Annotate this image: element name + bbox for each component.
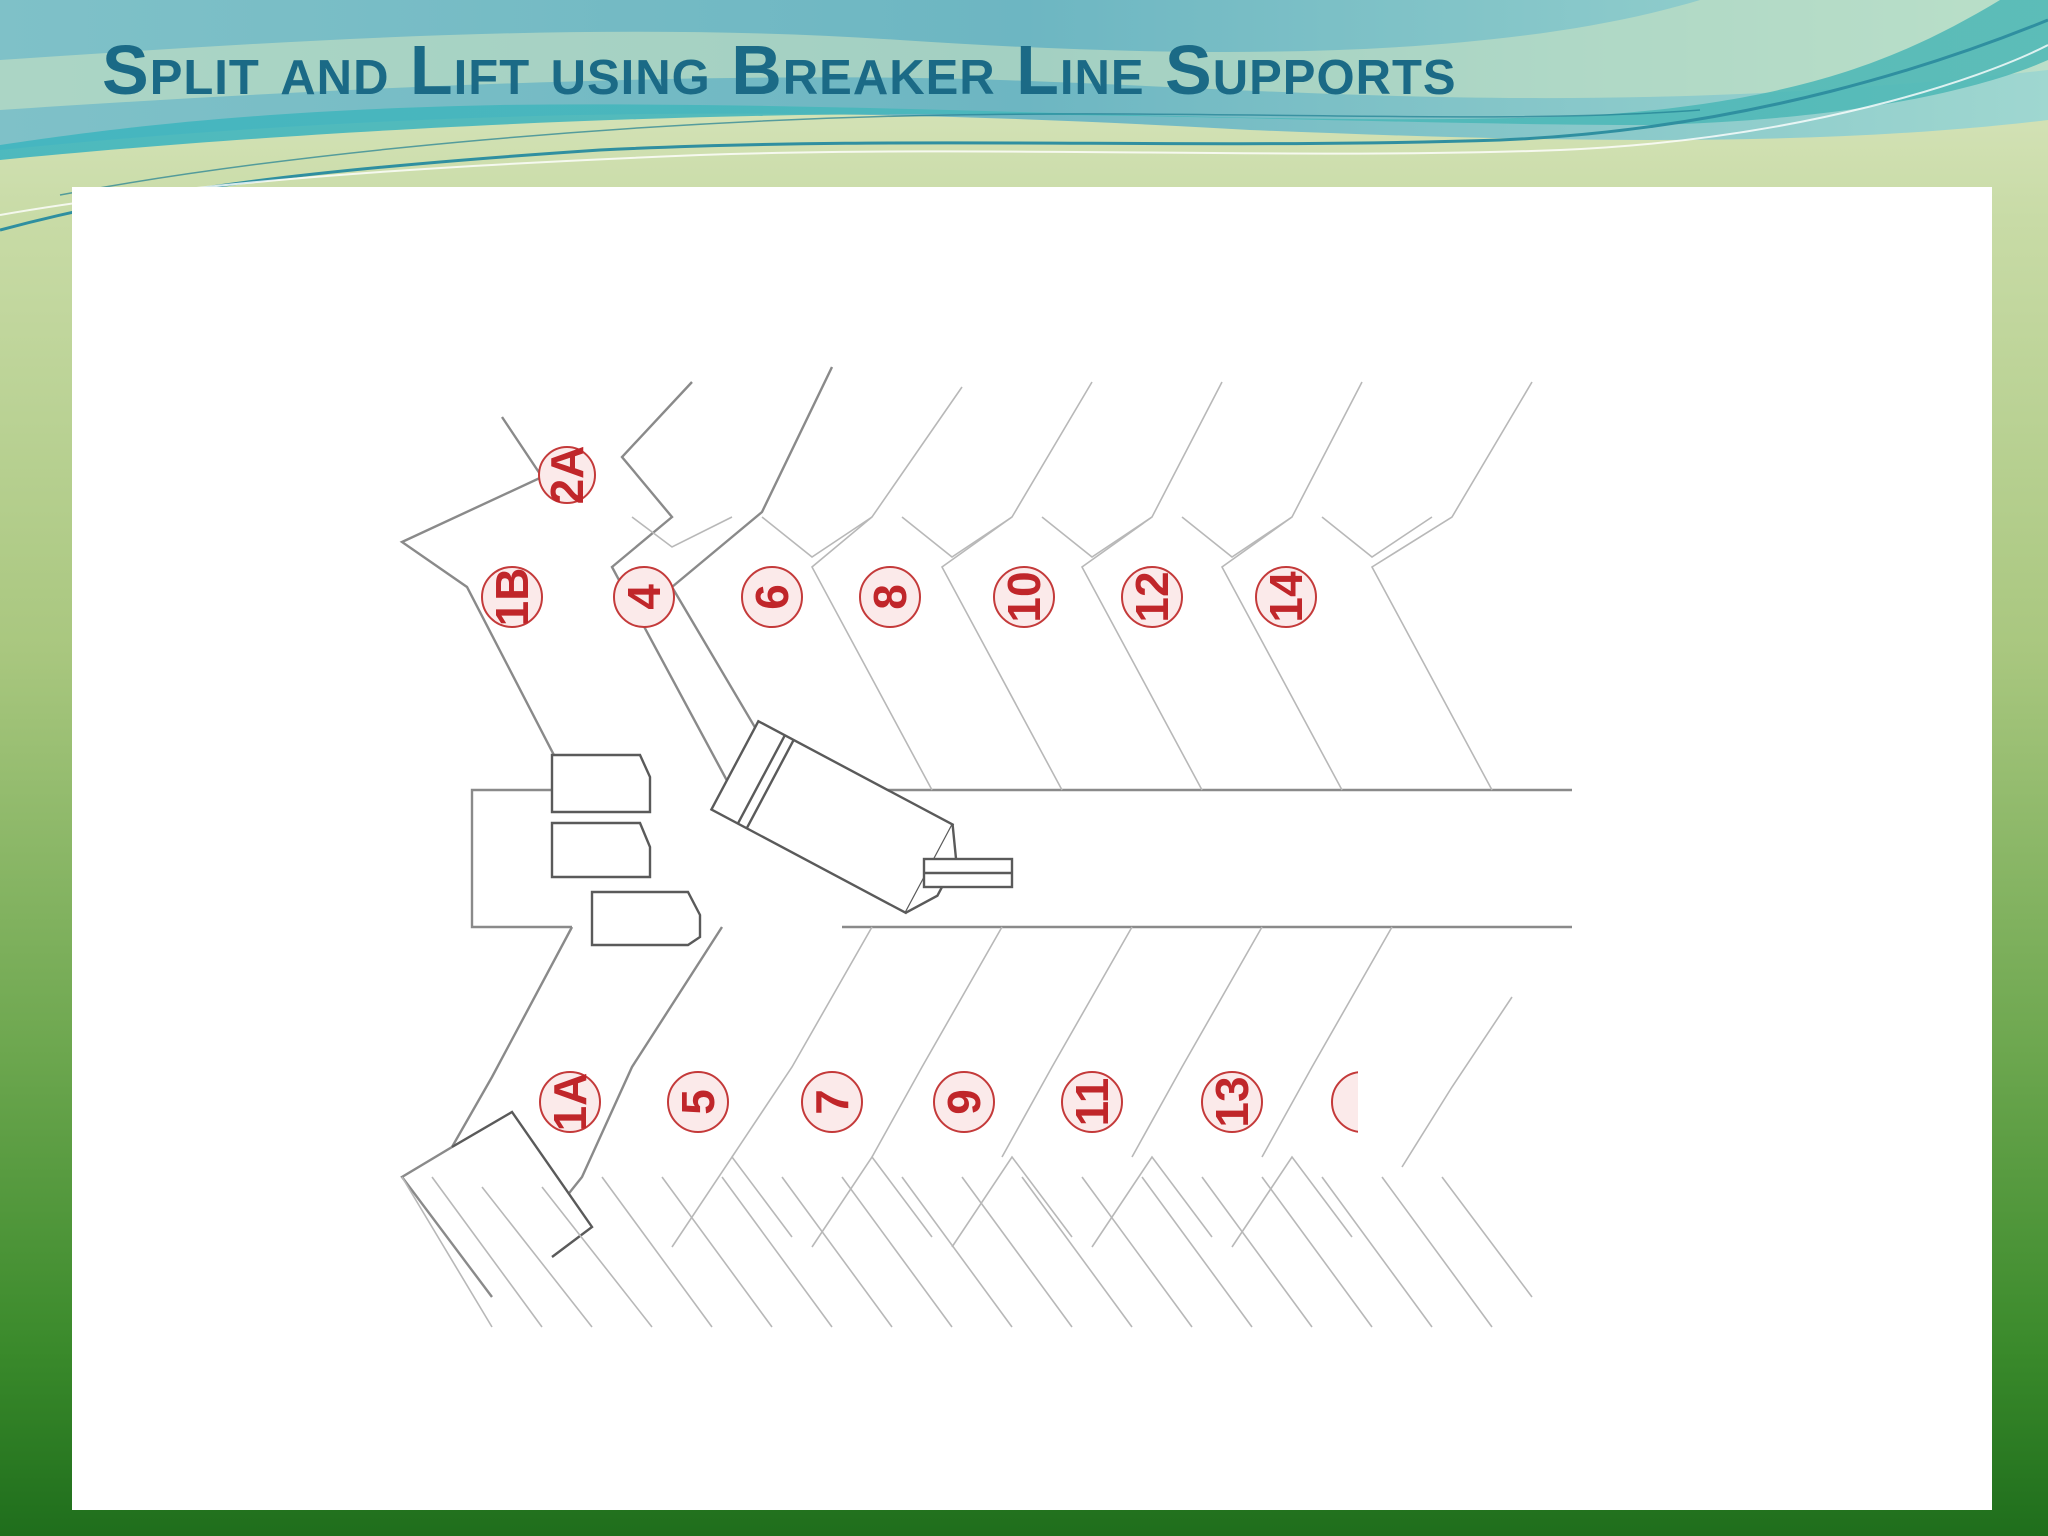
marker-13: 13 (1201, 1071, 1263, 1133)
svg-text:8: 8 (864, 584, 916, 610)
marker-1a: 1A (539, 1071, 601, 1133)
marker-6: 6 (741, 566, 803, 628)
marker-8: 8 (859, 566, 921, 628)
marker-2a: 2A (538, 446, 596, 505)
svg-text:13: 13 (1206, 1076, 1258, 1127)
vehicle-4-lifted (709, 719, 958, 915)
vehicle-3 (590, 890, 702, 947)
marker-5: 5 (667, 1071, 729, 1133)
svg-text:2A: 2A (541, 446, 593, 505)
marker-4: 4 (613, 566, 675, 628)
vehicles (550, 719, 1014, 947)
image-crop-edge (1358, 1047, 1398, 1167)
marker-9: 9 (933, 1071, 995, 1133)
svg-text:1B: 1B (486, 568, 538, 627)
svg-text:4: 4 (618, 584, 670, 610)
svg-text:5: 5 (672, 1089, 724, 1115)
vehicle-1 (550, 753, 652, 814)
svg-text:9: 9 (938, 1089, 990, 1115)
bottom-row-markers: 1A 5 7 9 11 13 (539, 1047, 1398, 1167)
marker-7: 7 (801, 1071, 863, 1133)
marker-1b: 1B (481, 566, 543, 628)
header-waves (0, 0, 2048, 232)
marker-10: 10 (993, 566, 1055, 628)
marker-11: 11 (1061, 1071, 1123, 1133)
parking-split-and-lift-diagram: 2A 1B 4 6 8 10 (399, 366, 1572, 1328)
slide-title: Split and Lift using Breaker Line Suppor… (102, 31, 1457, 109)
svg-text:6: 6 (746, 584, 798, 610)
svg-text:10: 10 (998, 571, 1050, 622)
marker-14: 14 (1255, 566, 1317, 628)
aisle-walls (470, 788, 1572, 929)
top-row-bays (399, 366, 1533, 791)
bottom-row-bays (400, 926, 1533, 1328)
top-row-markers: 2A 1B 4 6 8 10 (481, 446, 1317, 628)
svg-text:7: 7 (806, 1089, 858, 1115)
svg-text:1A: 1A (544, 1073, 596, 1132)
svg-text:14: 14 (1260, 571, 1312, 623)
svg-text:11: 11 (1066, 1078, 1118, 1127)
svg-text:12: 12 (1126, 571, 1178, 622)
marker-12: 12 (1121, 566, 1183, 628)
diagram-panel: 2A 1B 4 6 8 10 (72, 187, 1992, 1510)
vehicle-2 (550, 821, 652, 879)
